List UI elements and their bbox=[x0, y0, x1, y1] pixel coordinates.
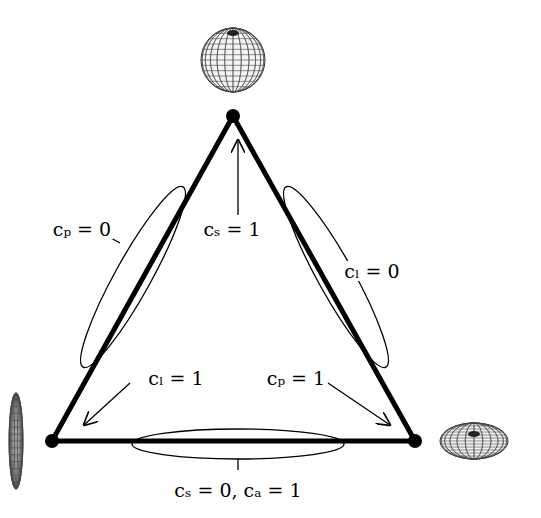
triangle bbox=[45, 109, 422, 448]
sphere-glyph bbox=[201, 28, 265, 92]
axis-label: cₗ = 0 bbox=[342, 261, 401, 282]
edge-ellipses bbox=[67, 178, 401, 459]
axis-label: cₚ = 0 bbox=[51, 219, 113, 240]
axis-label: cₗ = 1 bbox=[146, 368, 205, 389]
arrows-and-leaders bbox=[84, 140, 390, 470]
axis-label: cₚ = 1 bbox=[265, 368, 327, 389]
line-glyph bbox=[9, 393, 23, 489]
axis-label: cₛ = 1 bbox=[201, 219, 262, 240]
axis-label: cₛ = 0, cₐ = 1 bbox=[172, 480, 303, 501]
plane-glyph bbox=[440, 423, 508, 459]
